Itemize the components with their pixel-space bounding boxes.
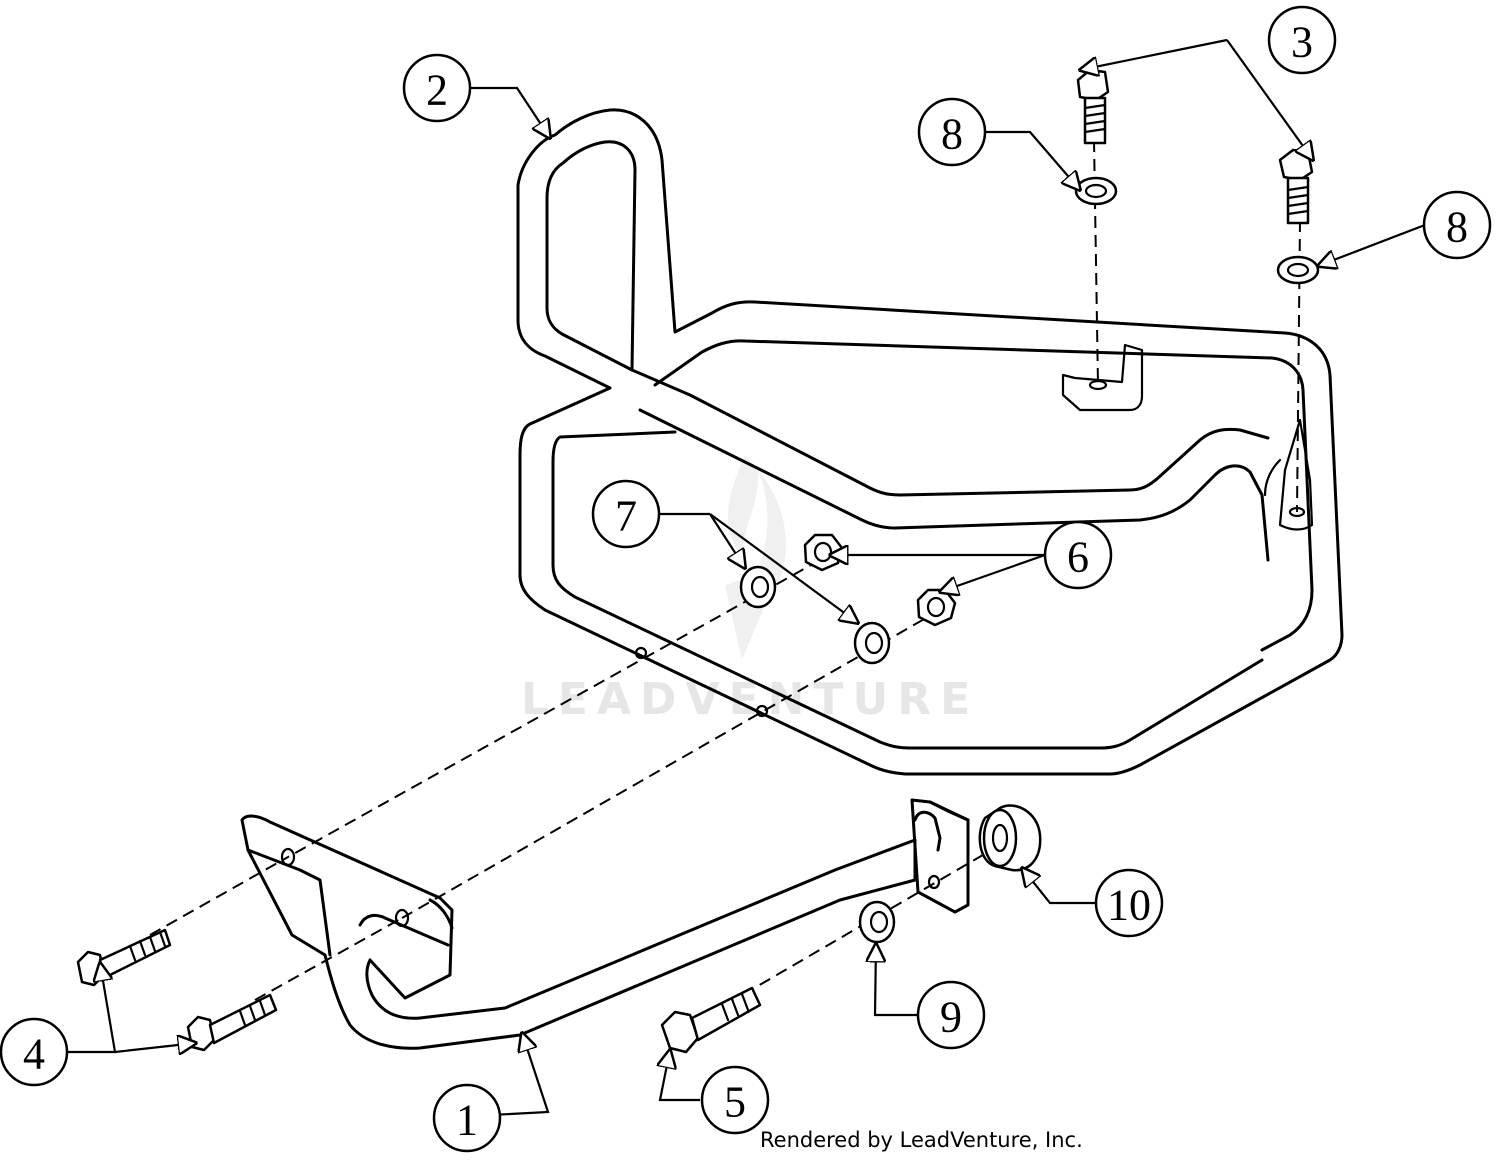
bolt-4b: [186, 993, 278, 1052]
hex-nut-6b: [916, 588, 957, 627]
svg-text:2: 2: [426, 66, 448, 115]
svg-text:8: 8: [1446, 203, 1468, 252]
hex-nut-6a: [803, 533, 844, 572]
mounting-bar: [240, 798, 970, 1050]
leader-lines: [68, 38, 1426, 1120]
credit-text: Rendered by LeadVenture, Inc.: [760, 1128, 1083, 1152]
spacer-10: [978, 804, 1042, 872]
bolt-3b: [1278, 148, 1314, 225]
callout-8a: 8: [917, 97, 987, 167]
svg-text:9: 9: [940, 993, 962, 1042]
svg-text:6: 6: [1067, 533, 1089, 582]
callout-2: 2: [402, 53, 472, 123]
svg-text:4: 4: [23, 1030, 45, 1079]
lock-washer-7a: [739, 565, 777, 609]
callout-5: 5: [700, 1065, 770, 1135]
callout-10: 10: [1094, 868, 1164, 938]
lock-washer-8a: [1074, 176, 1118, 206]
callout-6: 6: [1043, 520, 1113, 590]
svg-text:1: 1: [456, 1096, 478, 1145]
svg-text:8: 8: [941, 110, 963, 159]
bolt-5: [660, 986, 762, 1054]
bumper-frame: [516, 108, 1344, 776]
svg-text:7: 7: [615, 492, 637, 541]
lock-washer-9: [858, 900, 896, 944]
svg-text:3: 3: [1291, 18, 1313, 67]
lock-washer-7b: [853, 621, 891, 665]
bolt-3a: [1076, 68, 1110, 145]
svg-text:5: 5: [724, 1078, 746, 1127]
callout-7: 7: [591, 479, 661, 549]
watermark-text: LEADVENTURE: [521, 674, 979, 725]
callout-4: 4: [0, 1017, 69, 1087]
callouts: 1 2 3 4 5 6 7 8: [0, 5, 1492, 1153]
bolt-4a: [76, 928, 172, 987]
callout-9: 9: [916, 980, 986, 1050]
lock-washer-8b: [1276, 255, 1320, 285]
svg-text:10: 10: [1107, 881, 1151, 930]
callout-3: 3: [1267, 5, 1337, 75]
callout-1: 1: [432, 1083, 502, 1153]
watermark: LEADVENTURE: [521, 455, 979, 725]
callout-8b: 8: [1422, 190, 1492, 260]
